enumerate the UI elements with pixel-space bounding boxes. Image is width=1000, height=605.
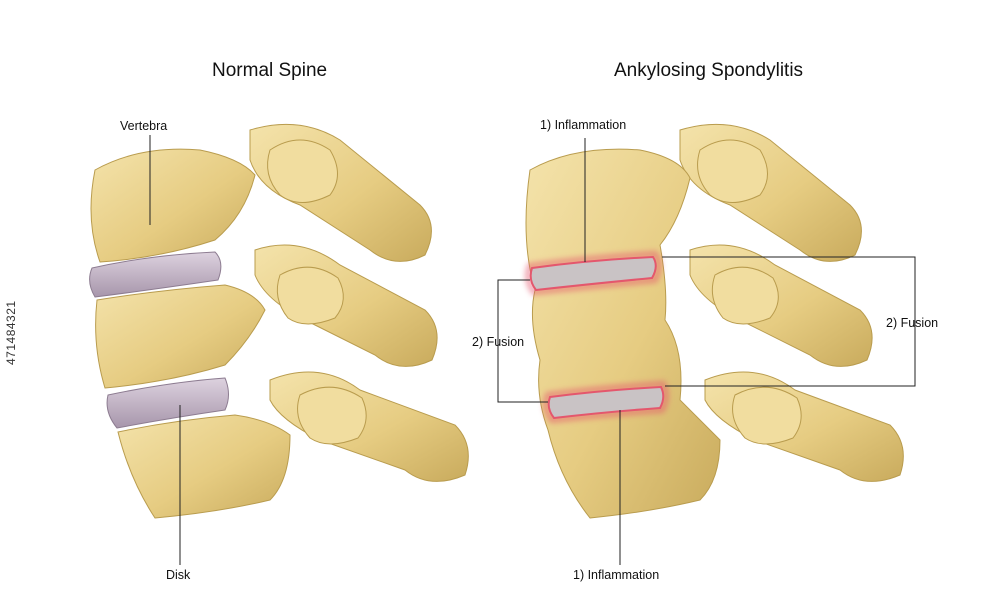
- fusion-right-label: 2) Fusion: [886, 316, 939, 330]
- vertebra-body-bottom: [117, 414, 291, 519]
- ankylosing-spondylitis-title: Ankylosing Spondylitis: [614, 60, 804, 81]
- disk-bottom: [106, 377, 229, 429]
- facet-top: [267, 139, 338, 203]
- inflammation-bottom-label: 1) Inflammation: [573, 568, 660, 582]
- vertebra-label: Vertebra: [120, 119, 168, 133]
- normal-spine-illustration: [89, 123, 469, 519]
- as-facet-top: [697, 139, 768, 203]
- inflammation-top-label: 1) Inflammation: [540, 118, 627, 132]
- spinous-process-top: [249, 123, 432, 262]
- as-fused-vertebral-bodies: [525, 148, 721, 519]
- inflamed-disk-bottom: [547, 385, 665, 420]
- facet-bottom: [297, 386, 367, 445]
- as-facet-middle: [711, 266, 779, 325]
- disk-label: Disk: [166, 568, 191, 582]
- spinous-process-bottom: [269, 371, 469, 482]
- as-facet-bottom: [732, 386, 802, 445]
- inflamed-disk-top: [529, 255, 657, 292]
- facet-middle: [276, 266, 344, 325]
- as-spinous-process-top: [679, 123, 862, 262]
- ankylosing-spine-illustration: [525, 123, 904, 519]
- disk-top: [89, 251, 222, 298]
- as-spinous-process-bottom: [704, 371, 904, 482]
- vertebra-body-middle: [95, 284, 266, 389]
- inflammation-glow-top: [525, 250, 662, 296]
- fusion-left-bracket: [497, 279, 548, 403]
- normal-spine-title: Normal Spine: [212, 60, 328, 81]
- stock-image-id: 471484321: [4, 300, 18, 365]
- inflammation-glow-bottom: [543, 380, 669, 424]
- fusion-left-label: 2) Fusion: [472, 335, 525, 349]
- vertebra-body-top: [90, 148, 256, 263]
- fusion-right-bracket: [662, 256, 916, 387]
